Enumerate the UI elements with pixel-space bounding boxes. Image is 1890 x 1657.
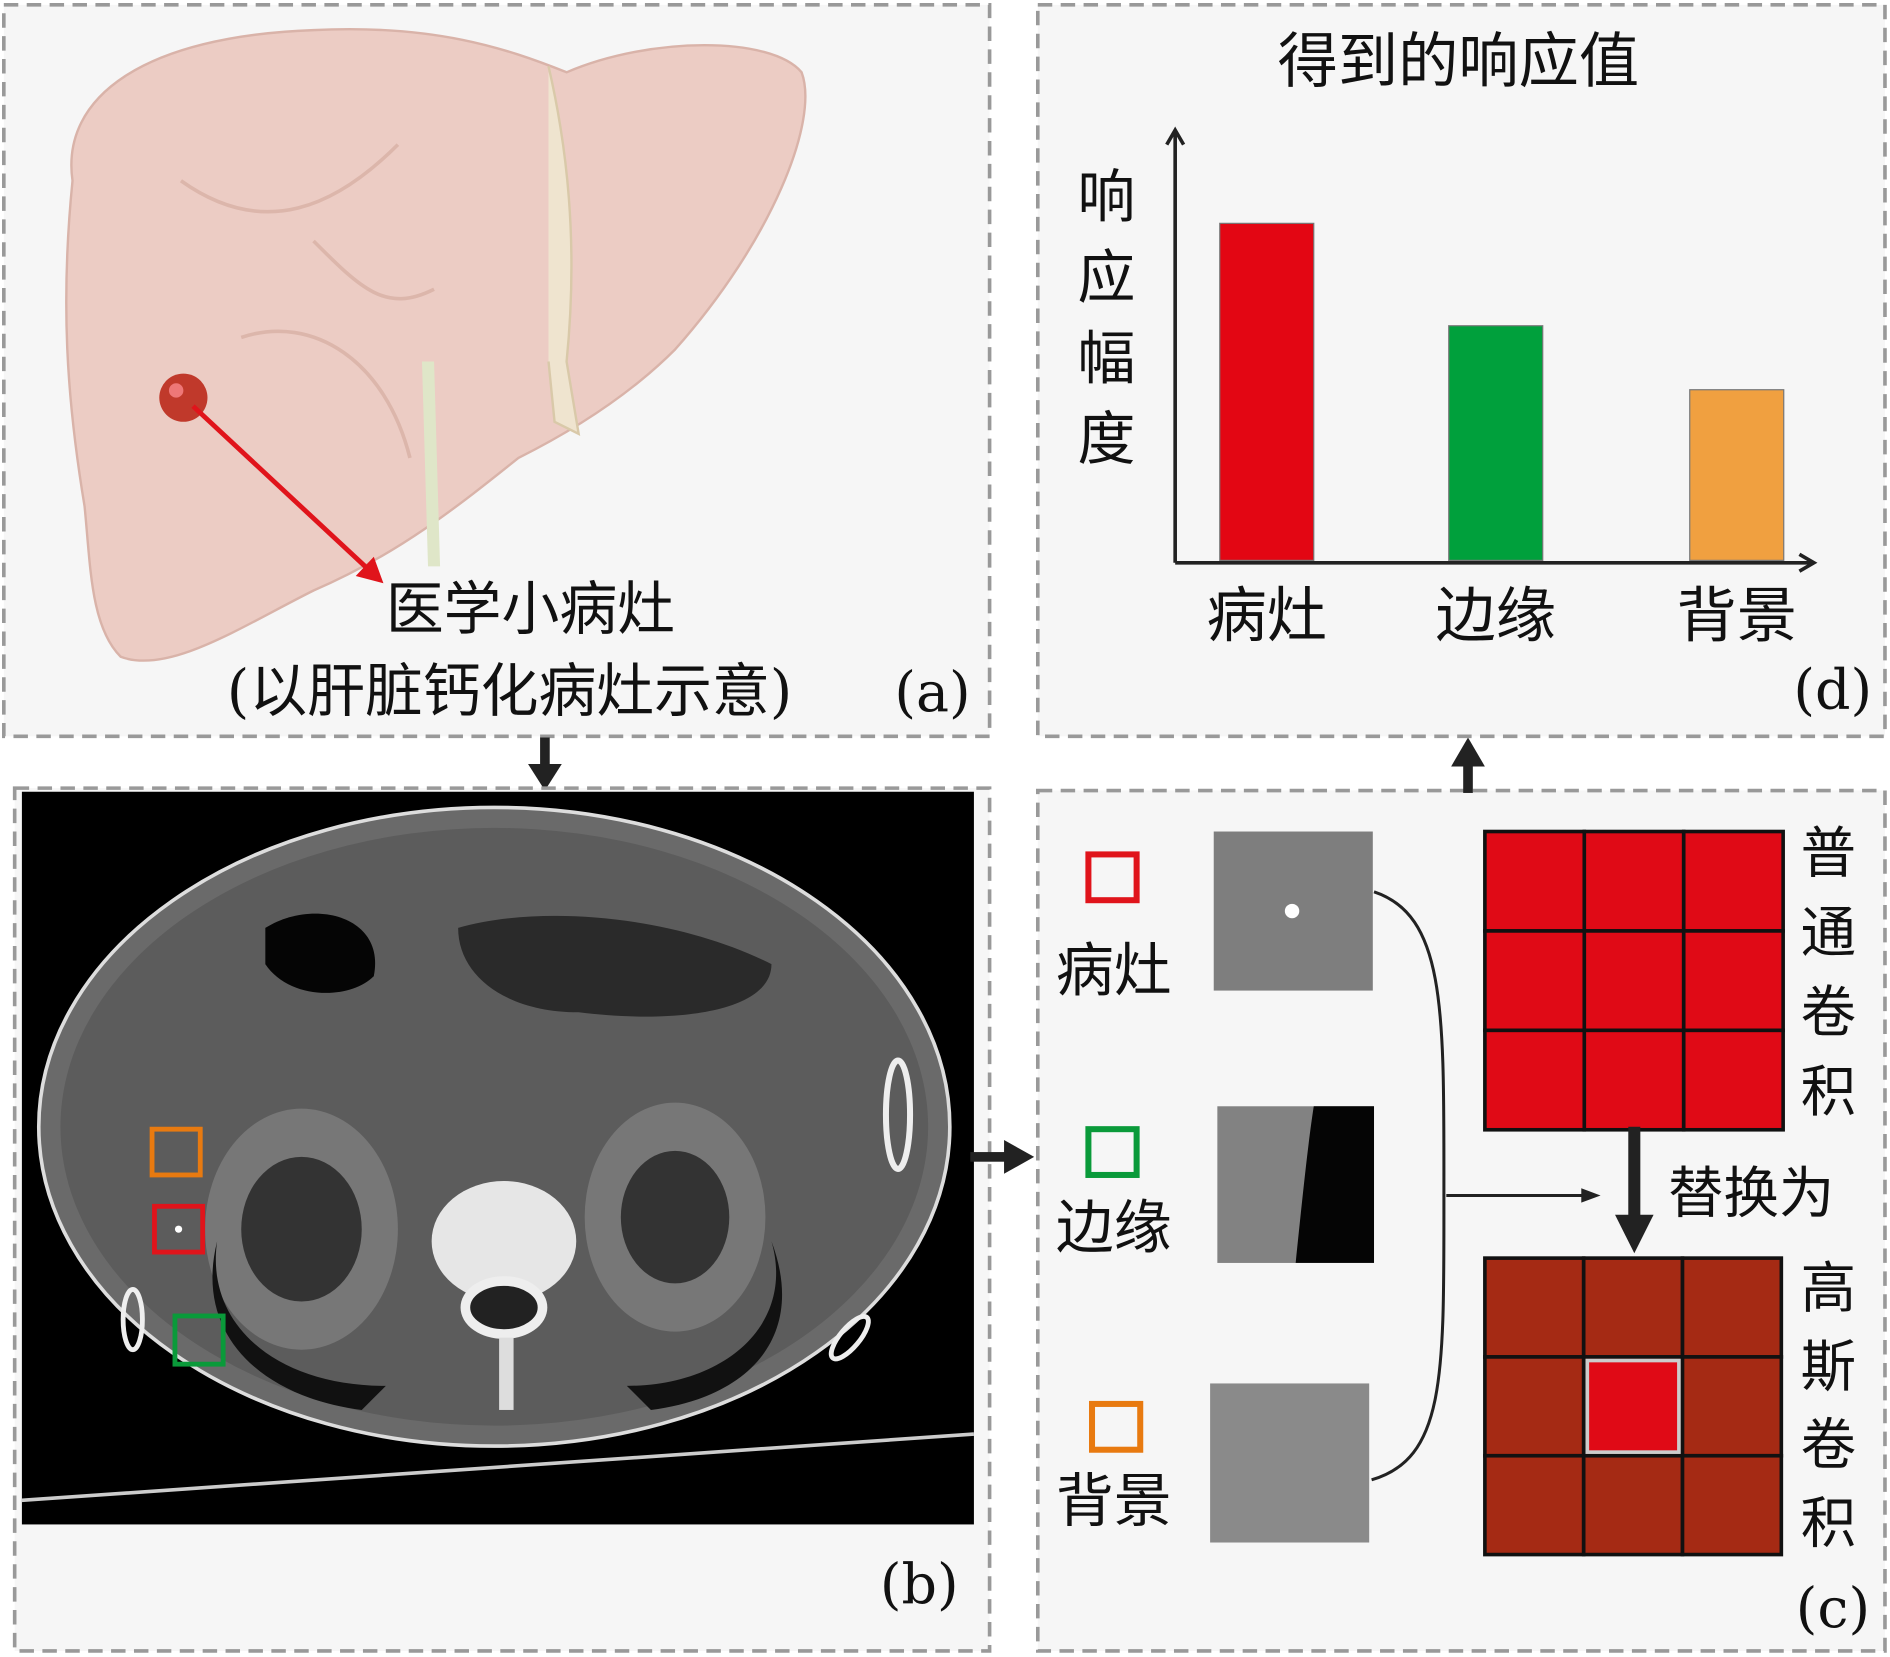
x-axis-arrow <box>1798 552 1818 573</box>
kernel-cell <box>1483 1453 1586 1557</box>
kernel-cell <box>1483 1256 1586 1359</box>
normal-conv-kernel <box>1483 829 1785 1132</box>
patch-lesion: 病灶 <box>1056 831 1373 1005</box>
kernel-cell <box>1680 1453 1784 1557</box>
roi-lesion-box <box>152 1203 206 1255</box>
kernel-cell <box>1483 1355 1586 1458</box>
arrow-c-to-d <box>1451 737 1485 793</box>
panel-d-label: (d) <box>1793 659 1872 723</box>
roi-background-box <box>149 1126 203 1178</box>
bar-2 <box>1689 389 1785 561</box>
normal-conv-label-char: 积 <box>1801 1061 1856 1125</box>
replace-label: 替换为 <box>1668 1162 1834 1226</box>
kernel-cell <box>1483 829 1587 933</box>
patch-background-label: 背景 <box>1056 1467 1172 1535</box>
lesion-caption: 医学小病灶 <box>386 575 675 643</box>
bar-0 <box>1219 222 1315 561</box>
kernel-cell <box>1680 1256 1784 1359</box>
kernel-cell <box>1582 1028 1686 1132</box>
arrow-a-to-b <box>528 737 562 791</box>
normal-conv-label-char: 卷 <box>1801 982 1856 1046</box>
bar-chart: 病灶 边缘 背景 <box>1165 126 1818 651</box>
kernel-cell <box>1681 829 1785 933</box>
bar-1 <box>1448 325 1544 561</box>
kernel-cell <box>1582 829 1686 933</box>
panel-a: 医学小病灶 (以肝脏钙化病灶示意) (a) <box>2 3 992 739</box>
kernel-cell <box>1483 1028 1587 1132</box>
liver-illustration <box>65 27 807 662</box>
panel-d: 得到的响应值 响应幅度 病灶 边缘 背景 (d) <box>1035 3 1887 739</box>
gaussian-conv-label-char: 卷 <box>1801 1414 1856 1478</box>
panel-b-label: (b) <box>880 1553 959 1617</box>
kernel-cell <box>1681 1028 1785 1132</box>
kernel-center-cell <box>1585 1358 1681 1454</box>
normal-conv-label-char: 通 <box>1801 902 1856 966</box>
patch-background: 背景 <box>1056 1383 1370 1543</box>
patch-edge-label: 边缘 <box>1056 1193 1172 1261</box>
panel-c-label: (c) <box>1796 1577 1870 1641</box>
patch-lesion-label: 病灶 <box>1056 937 1172 1005</box>
kernel-cell <box>1681 929 1785 1033</box>
brace-connector <box>1371 890 1446 1482</box>
chart-title: 得到的响应值 <box>1278 27 1640 97</box>
y-axis-label: 响应幅度 <box>1078 163 1136 473</box>
y-axis-arrow <box>1165 126 1186 146</box>
x-tick-label: 病灶 <box>1207 581 1328 651</box>
kernel-cell <box>1581 1453 1685 1557</box>
kernel-cell <box>1582 929 1686 1033</box>
ct-scan-image <box>21 791 975 1525</box>
patch-edge: 边缘 <box>1056 1106 1375 1263</box>
normal-conv-label-char: 普 <box>1801 822 1856 886</box>
kernel-cell <box>1483 929 1587 1033</box>
roi-edge-box <box>172 1313 226 1367</box>
kernel-cell <box>1581 1256 1685 1359</box>
gaussian-conv-label-char: 斯 <box>1801 1336 1856 1400</box>
gaussian-conv-label-char: 积 <box>1801 1493 1856 1557</box>
panel-a-label: (a) <box>894 661 970 725</box>
gaussian-conv-label-char: 高 <box>1801 1258 1856 1322</box>
panel-c: 病灶 边缘 背景 普 通 卷 积 替换为 高 斯 卷 积 (c) <box>1035 788 1887 1653</box>
kernel-cell <box>1680 1355 1784 1458</box>
lesion-arrow <box>191 404 370 571</box>
arrow-b-to-c <box>970 1140 1035 1174</box>
x-tick-label: 背景 <box>1676 581 1797 651</box>
gaussian-conv-kernel <box>1483 1256 1784 1557</box>
panel-b: (b) <box>12 786 992 1653</box>
x-tick-label: 边缘 <box>1435 581 1556 651</box>
lesion-subcaption: (以肝脏钙化病灶示意) <box>227 657 793 725</box>
